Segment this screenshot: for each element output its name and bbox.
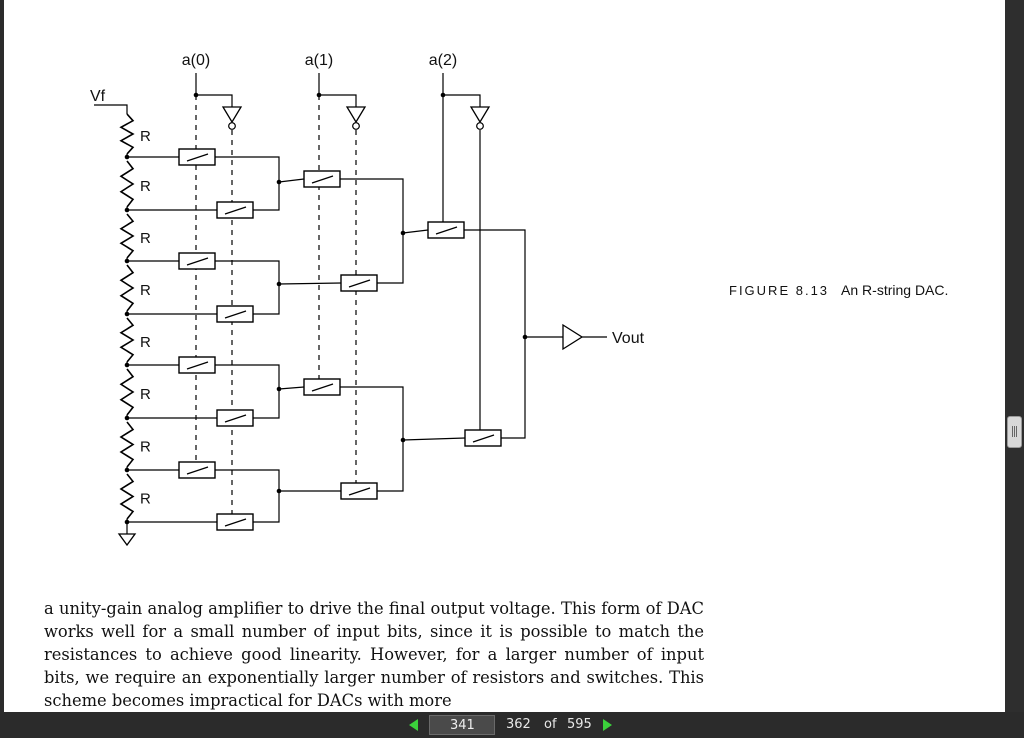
- junction-dot: [124, 258, 130, 264]
- resistor-label: R: [140, 386, 151, 403]
- switch-contact: [186, 361, 209, 370]
- resistor-icon: [119, 160, 135, 208]
- wire: [443, 94, 481, 107]
- junction-dot: [124, 362, 130, 368]
- switch-contact: [186, 257, 209, 266]
- r-string-dac-figure: VfR R R R R R R Ra(0) a(1) a(2) Vout: [90, 52, 645, 547]
- wire: [215, 260, 280, 315]
- resistor-label: R: [140, 178, 151, 195]
- buffer-amplifier-icon: [562, 323, 584, 351]
- page-label: 362: [506, 717, 531, 732]
- resistor-label: R: [140, 334, 151, 351]
- inverter-bubble: [352, 122, 360, 130]
- switch-box: [216, 305, 254, 323]
- wire: [402, 437, 466, 441]
- switch-contact: [472, 434, 495, 443]
- wire: [319, 94, 357, 107]
- viewer-frame: [0, 0, 4, 712]
- junction-dot: [124, 415, 130, 421]
- resistor-icon: [119, 421, 135, 468]
- wire: [340, 178, 404, 284]
- junction-dot: [124, 207, 130, 213]
- switch-contact: [186, 153, 209, 162]
- resistor-icon: [119, 368, 135, 416]
- next-page-icon[interactable]: [603, 719, 612, 731]
- wire: [278, 386, 305, 390]
- switch-contact: [311, 383, 334, 392]
- resistor-label: R: [140, 282, 151, 299]
- reference-label: Vf: [90, 88, 106, 105]
- status-bar: 362 of 595: [0, 712, 1024, 738]
- body-paragraph: a unity-gain analog amplifier to drive t…: [44, 599, 704, 710]
- switch-box: [216, 409, 254, 427]
- resistor-label: R: [140, 128, 151, 145]
- input-label-2: a(2): [429, 52, 457, 69]
- wire: [94, 104, 128, 114]
- page-number-input[interactable]: [429, 715, 495, 735]
- wire: [464, 229, 526, 439]
- input-label-0: a(0): [182, 52, 210, 69]
- wire: [278, 282, 342, 285]
- switch-contact: [186, 466, 209, 475]
- switch-box: [303, 170, 341, 188]
- resistor-label: R: [140, 439, 151, 456]
- scroll-thumb[interactable]: [1007, 416, 1022, 448]
- prev-page-icon[interactable]: [409, 719, 418, 731]
- input-label-1: a(1): [305, 52, 333, 69]
- switch-box: [464, 429, 502, 447]
- switch-box: [178, 148, 216, 166]
- junction-dot: [124, 154, 130, 160]
- junction-dot: [124, 311, 130, 317]
- wire: [215, 364, 280, 419]
- switch-box: [340, 482, 378, 500]
- switch-contact: [224, 414, 247, 423]
- figure-number: FIGURE 8.13: [729, 283, 830, 298]
- switch-box: [427, 221, 465, 239]
- resistor-icon: [119, 113, 135, 155]
- ground-icon: [117, 533, 137, 547]
- junction-dot: [124, 467, 130, 473]
- wire: [340, 386, 404, 492]
- wire: [278, 178, 305, 183]
- switch-contact: [435, 226, 458, 235]
- inverter-bubble: [228, 122, 236, 130]
- switch-contact: [224, 206, 247, 215]
- switch-contact: [348, 279, 371, 288]
- resistor-icon: [119, 317, 135, 363]
- wire: [196, 94, 233, 107]
- switch-box: [178, 461, 216, 479]
- switch-box: [340, 274, 378, 292]
- output-label: Vout: [612, 330, 645, 347]
- resistor-label: R: [140, 230, 151, 247]
- resistor-icon: [119, 213, 135, 259]
- switch-contact: [224, 518, 247, 527]
- figure-caption: FIGURE 8.13 An R-string DAC.: [729, 280, 969, 301]
- switch-box: [216, 513, 254, 531]
- inverter-icon: [469, 106, 491, 124]
- resistor-icon: [119, 264, 135, 312]
- wire: [402, 229, 429, 234]
- total-pages: 595: [567, 717, 592, 732]
- switch-box: [216, 201, 254, 219]
- switch-box: [178, 252, 216, 270]
- figure-caption-text: An R-string DAC.: [841, 282, 949, 298]
- of-label: of: [544, 717, 557, 732]
- switch-contact: [348, 487, 371, 496]
- switch-box: [178, 356, 216, 374]
- switch-box: [303, 378, 341, 396]
- inverter-icon: [221, 106, 243, 124]
- resistor-icon: [119, 473, 135, 520]
- switch-contact: [311, 175, 334, 184]
- wire: [215, 469, 280, 523]
- resistor-label: R: [140, 491, 151, 508]
- switch-contact: [224, 310, 247, 319]
- inverter-bubble: [476, 122, 484, 130]
- vertical-scrollbar[interactable]: [1005, 0, 1024, 712]
- inverter-icon: [345, 106, 367, 124]
